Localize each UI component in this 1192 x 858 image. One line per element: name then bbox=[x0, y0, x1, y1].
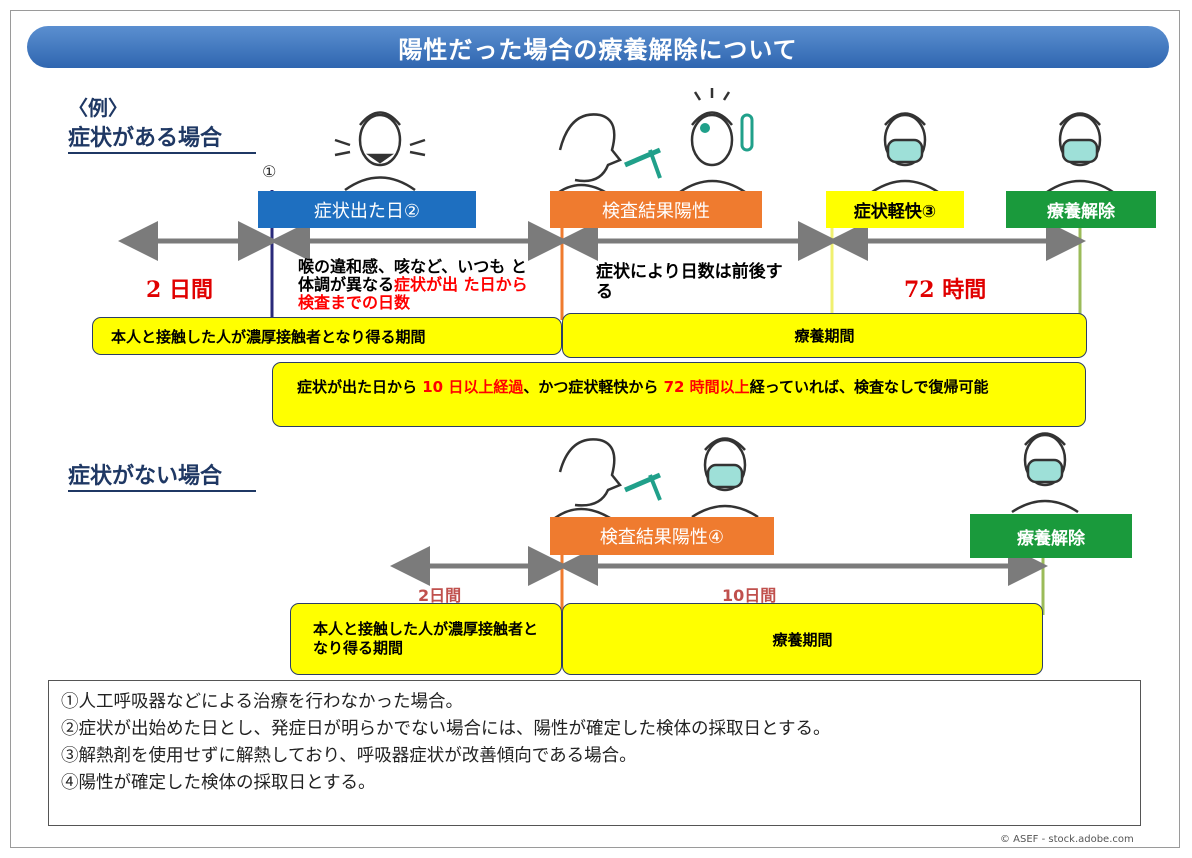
contact-period-bar: 本人と接触した人が濃厚接触者となり得る期間 bbox=[92, 317, 562, 355]
release-label-2: 療養解除 bbox=[970, 514, 1132, 558]
onset-to-test-description: 喉の違和感、咳など、いつも と体調が異なる症状が出 た日から検査までの日数 bbox=[298, 257, 528, 312]
image-credit: © ASEF - stock.adobe.com bbox=[1000, 834, 1134, 845]
after-test-days-2: 10日間 bbox=[722, 586, 777, 605]
release-label: 療養解除 bbox=[1006, 191, 1156, 228]
page-title: 陽性だった場合の療養解除について bbox=[27, 26, 1169, 68]
symptomatic-heading: 症状がある場合 bbox=[68, 120, 256, 154]
person-masked-icon-2 bbox=[1046, 112, 1114, 194]
footnote-2: ②症状が出始めた日とし、発症日が明らかでない場合には、陽性が確定した検体の採取日… bbox=[61, 719, 831, 739]
test-to-relief-description: 症状により日数は前後する bbox=[596, 262, 783, 302]
person-testing-icon-2 bbox=[554, 438, 662, 520]
isolation-period-bar-2: 療養期間 bbox=[562, 603, 1043, 675]
footnote-3: ③解熱剤を使用せずに解熱しており、呼吸器症状が改善傾向である場合。 bbox=[61, 746, 637, 766]
before-test-days-2: 2日間 bbox=[418, 586, 462, 605]
relief-label: 症状軽快③ bbox=[826, 191, 964, 228]
person-fever-icon bbox=[679, 88, 754, 194]
onset-marker: ① bbox=[262, 162, 277, 181]
person-masked-icon bbox=[871, 112, 939, 194]
asymptomatic-heading: 症状がない場合 bbox=[68, 458, 256, 492]
example-label: 〈例〉 bbox=[68, 96, 128, 120]
person-masked-icon-3 bbox=[691, 437, 759, 519]
isolation-period-bar: 療養期間 bbox=[562, 313, 1087, 358]
person-masked-icon-4 bbox=[1011, 432, 1079, 514]
contact-period-bar-2: 本人と接触した人が濃厚接触者となり得る期間 bbox=[290, 603, 562, 675]
return-condition-note: 症状が出た日から 10 日以上経過、かつ症状軽快から 72 時間以上経っていれば… bbox=[272, 362, 1086, 427]
onset-label: 症状出た日② bbox=[258, 191, 476, 228]
footnotes: ①人工呼吸器などによる治療を行わなかった場合。 ②症状が出始めた日とし、発症日が… bbox=[48, 680, 1141, 826]
person-coughing-icon bbox=[334, 111, 426, 192]
after-relief-hours: 72 時間 bbox=[904, 277, 987, 303]
footnote-4: ④陽性が確定した検体の採取日とする。 bbox=[61, 773, 376, 793]
footnote-1: ①人工呼吸器などによる治療を行わなかった場合。 bbox=[61, 692, 463, 712]
positive-label: 検査結果陽性 bbox=[550, 191, 762, 228]
person-testing-icon bbox=[554, 113, 662, 197]
before-onset-days: 2 日間 bbox=[146, 277, 213, 303]
positive-label-2: 検査結果陽性④ bbox=[550, 517, 774, 555]
